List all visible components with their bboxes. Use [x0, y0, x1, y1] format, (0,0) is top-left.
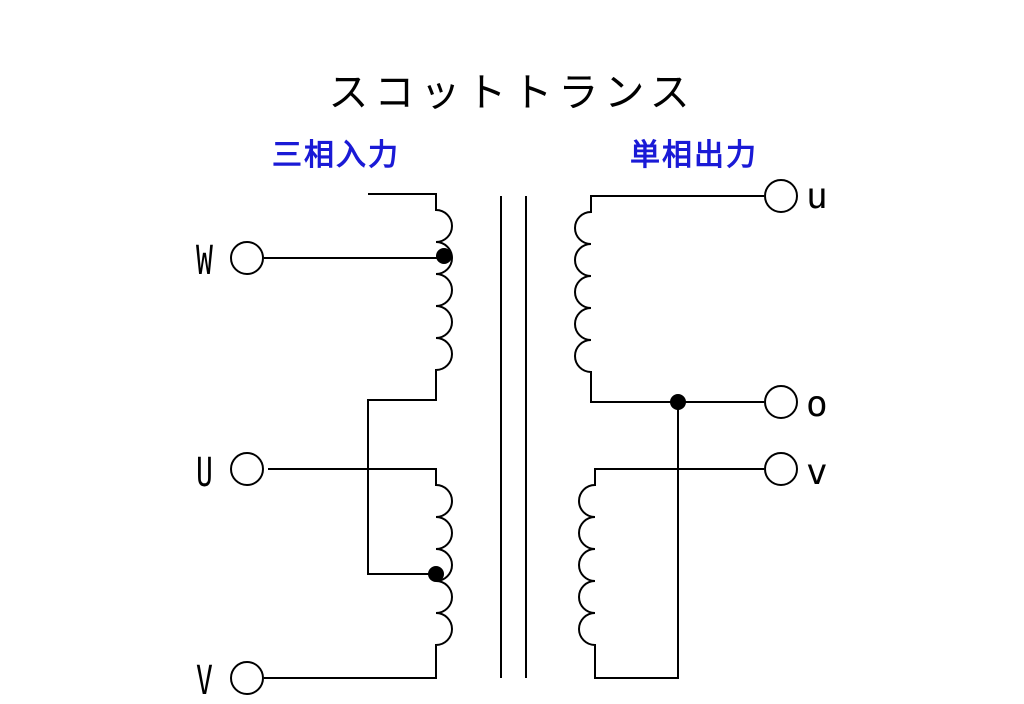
terminal-label-out-u: u — [806, 176, 828, 217]
single-phase-output-label: 単相出力 — [630, 138, 758, 173]
diagram-title: スコットトランス — [328, 70, 696, 116]
junction-dot-center-tap — [428, 566, 444, 582]
primary-teaser-coil — [264, 468, 453, 679]
terminal-label-out-o: o — [806, 384, 828, 425]
junction-dot-w — [436, 248, 452, 264]
terminal-out-v — [764, 452, 798, 486]
secondary-upper-coil — [574, 195, 764, 403]
terminal-v — [230, 661, 264, 695]
three-phase-input-label: 三相入力 — [272, 138, 400, 173]
terminal-w — [230, 241, 264, 275]
terminal-label-u: U — [196, 450, 213, 496]
terminal-u — [230, 452, 264, 486]
secondary-lower-coil — [578, 402, 764, 679]
terminal-label-out-v: v — [806, 452, 828, 493]
terminal-label-v: V — [196, 658, 213, 704]
primary-main-coil — [367, 193, 453, 575]
junction-dot-o — [670, 394, 686, 410]
terminal-out-o — [764, 385, 798, 419]
terminal-label-w: W — [196, 238, 213, 284]
terminal-out-u — [764, 179, 798, 213]
